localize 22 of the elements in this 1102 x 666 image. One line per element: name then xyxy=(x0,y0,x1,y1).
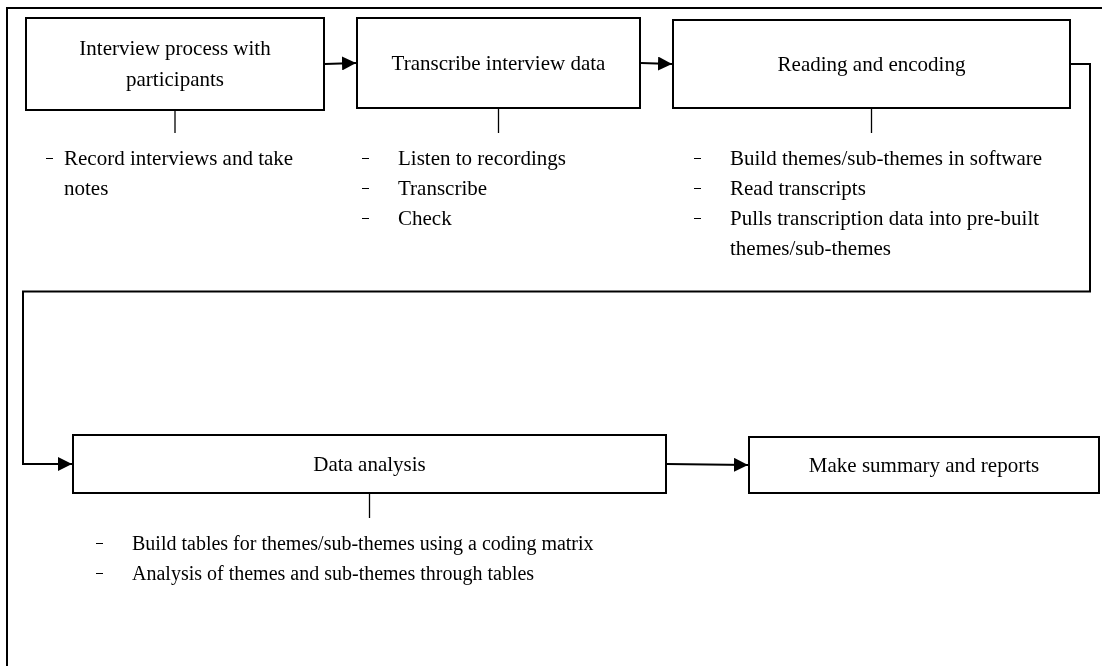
connector-line xyxy=(368,493,371,519)
connector-line xyxy=(870,108,873,134)
bullet-item: Analysis of themes and sub-themes through tables xyxy=(92,558,632,588)
process-box: Data analysis xyxy=(72,434,667,494)
process-box: Transcribe interview data xyxy=(356,17,641,109)
arrow xyxy=(22,63,1091,471)
process-box: Reading and encoding xyxy=(672,19,1071,109)
bullet-item: Build themes/sub-themes in software xyxy=(690,143,1050,173)
arrow xyxy=(324,56,357,71)
connector-line xyxy=(174,110,176,134)
process-box: Interview process with participants xyxy=(25,17,325,111)
connector-line xyxy=(497,108,500,134)
process-box: Make summary and reports xyxy=(748,436,1100,494)
bullet-item: Listen to recordings xyxy=(358,143,658,173)
bullet-item: Record interviews and take notes xyxy=(42,143,322,203)
bullet-item: Check xyxy=(358,203,658,233)
arrow xyxy=(640,56,673,71)
bullet-item: Read transcripts xyxy=(690,173,1050,203)
arrow xyxy=(666,457,749,472)
bullet-item: Transcribe xyxy=(358,173,658,203)
bullet-item: Pulls transcription data into pre-built themes/sub-themes xyxy=(690,203,1050,263)
bullet-item: Build tables for themes/sub-themes using a coding matrix xyxy=(92,528,632,558)
